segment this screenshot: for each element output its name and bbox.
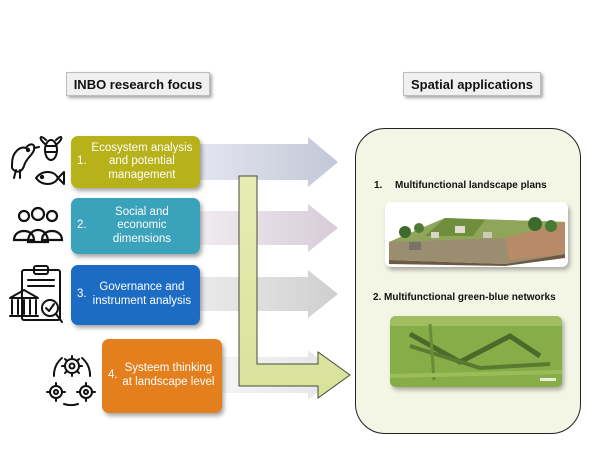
focus-4-text: Systeem thinking at landscape level <box>122 362 215 388</box>
spatial-applications-header: Spatial applications <box>403 72 541 96</box>
gears-cycle-icon <box>46 355 96 407</box>
application-2-number: 2. <box>373 292 382 303</box>
governance-clipboard-icon <box>9 265 63 323</box>
application-1-number: 1. <box>374 180 383 191</box>
arrow-3 <box>190 270 338 318</box>
people-group-icon <box>12 206 64 244</box>
focus-box-social-economic: 2. Social and economic dimensions <box>71 198 200 254</box>
focus-box-governance: 3. Governance and instrument analysis <box>71 265 200 325</box>
focus-2-number: 2. <box>77 219 87 232</box>
application-2-label: Multifunctional green-blue networks <box>384 292 556 303</box>
landscape-plan-illustration <box>389 217 565 266</box>
arrow-1 <box>190 137 338 187</box>
focus-2-text: Social and economic dimensions <box>112 205 171 245</box>
application-1-label: Multifunctional landscape plans <box>395 180 547 191</box>
focus-box-ecosystem: 1. Ecosystem analysis and potential mana… <box>71 136 200 188</box>
research-focus-header: INBO research focus <box>66 72 210 96</box>
landscape-plan-image <box>385 202 568 267</box>
bent-connector-arrow <box>238 175 351 399</box>
spatial-applications-panel <box>355 128 581 434</box>
arrow-2 <box>190 204 338 252</box>
focus-3-number: 3. <box>77 288 87 301</box>
focus-4-number: 4. <box>108 369 118 382</box>
focus-1-text: Ecosystem analysis and potential managem… <box>91 141 193 181</box>
focus-3-text: Governance and instrument analysis <box>92 281 192 307</box>
ecosystem-wildlife-icon <box>11 136 65 185</box>
green-blue-network-image <box>390 316 562 387</box>
focus-1-number: 1. <box>77 155 87 168</box>
green-blue-network-illustration <box>390 316 562 387</box>
focus-box-systems-thinking: 4. Systeem thinking at landscape level <box>102 339 222 413</box>
